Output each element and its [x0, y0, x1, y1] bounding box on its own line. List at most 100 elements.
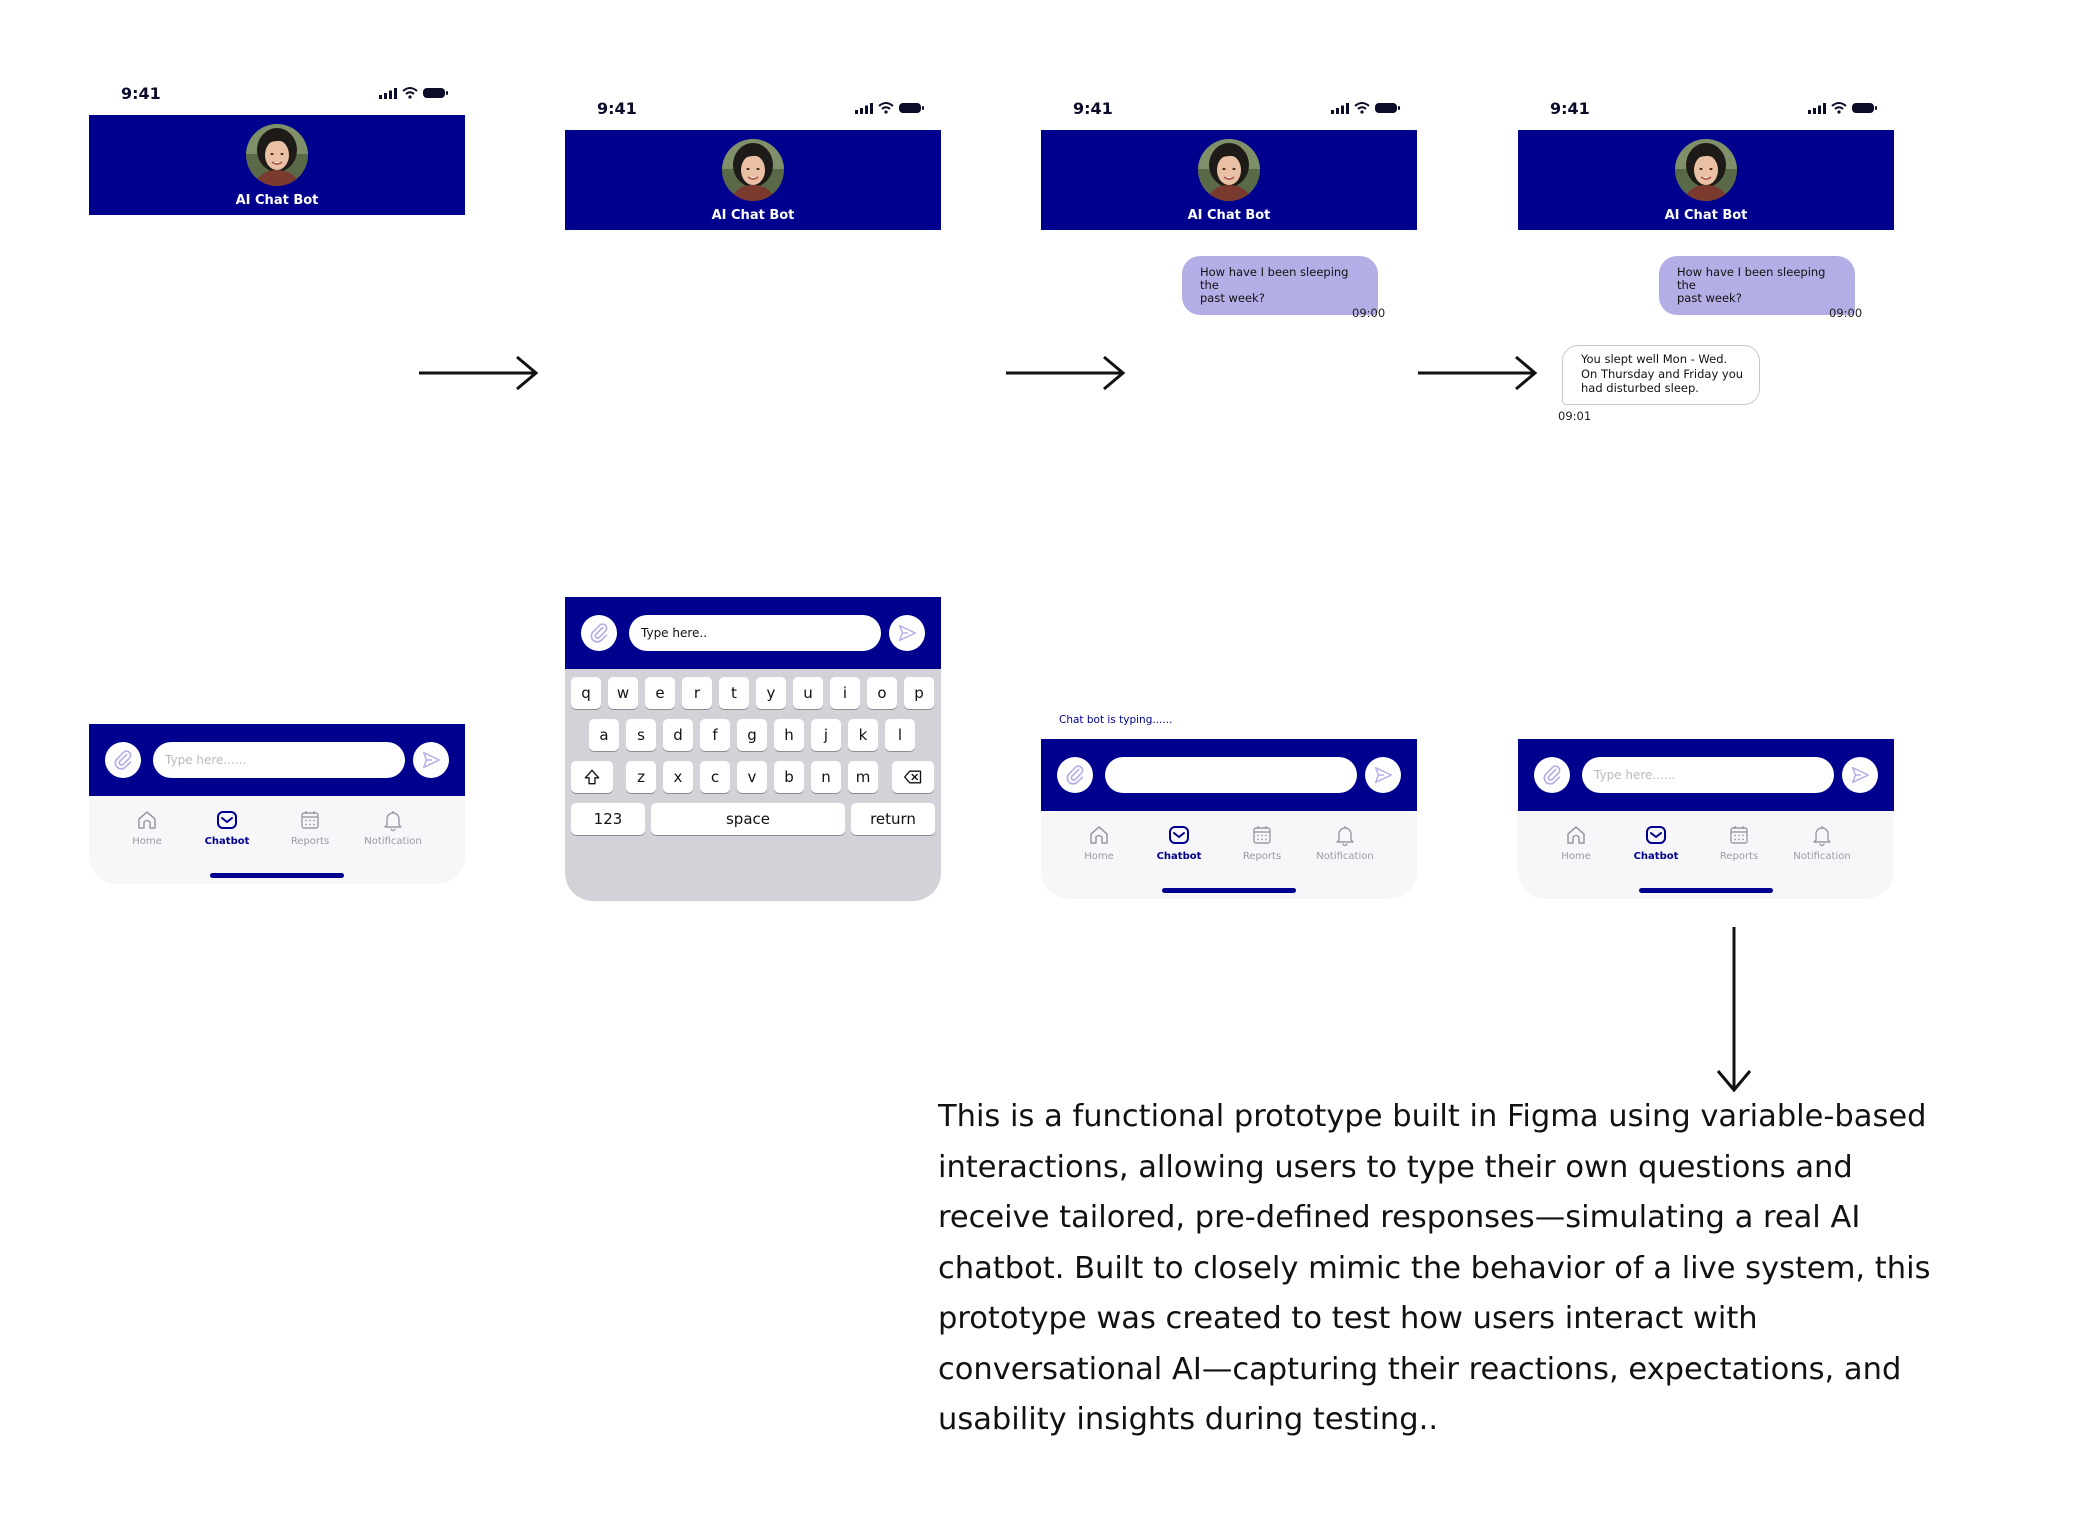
space-key[interactable]: space: [651, 803, 845, 835]
chat-icon: [1167, 823, 1191, 847]
attach-button[interactable]: [1057, 757, 1093, 793]
onscreen-keyboard: q w e r t y u i o p a s d f g h j k l z …: [565, 669, 941, 901]
message-timestamp: 09:00: [1829, 306, 1863, 320]
key-p[interactable]: p: [904, 677, 934, 709]
bot-avatar: [722, 139, 784, 201]
message-input[interactable]: [1105, 757, 1357, 793]
key-i[interactable]: i: [830, 677, 860, 709]
tab-label: Home: [1084, 851, 1114, 862]
backspace-icon: [903, 767, 923, 787]
status-time: 9:41: [597, 99, 637, 118]
description-line: This is a functional prototype built in …: [938, 1099, 1927, 1134]
tab-notification[interactable]: Notification: [1300, 823, 1390, 862]
send-button[interactable]: [889, 615, 925, 651]
shift-key[interactable]: [571, 761, 613, 793]
status-bar: 9:41: [1041, 99, 1417, 123]
home-icon: [1564, 823, 1588, 847]
send-icon: [896, 622, 918, 644]
composer-bar: Type here..: [565, 597, 941, 669]
key-f[interactable]: f: [700, 719, 730, 751]
header-title: AI Chat Bot: [1187, 208, 1271, 223]
message-timestamp: 09:00: [1352, 306, 1386, 320]
key-x[interactable]: x: [663, 761, 693, 793]
flow-arrow-right-icon: [1418, 355, 1538, 391]
key-s[interactable]: s: [626, 719, 656, 751]
user-message-bubble: How have I been sleeping the past week?: [1659, 256, 1855, 315]
tab-notification[interactable]: Notification: [1777, 823, 1867, 862]
key-u[interactable]: u: [793, 677, 823, 709]
calendar-icon: [1727, 823, 1751, 847]
key-w[interactable]: w: [608, 677, 638, 709]
return-key[interactable]: return: [851, 803, 935, 835]
key-q[interactable]: q: [571, 677, 601, 709]
key-e[interactable]: e: [645, 677, 675, 709]
message-text-line: past week?: [1200, 291, 1265, 305]
tab-chatbot[interactable]: Chatbot: [182, 808, 272, 847]
send-button[interactable]: [1365, 757, 1401, 793]
status-bar: 9:41: [565, 99, 941, 123]
message-text-line: had disturbed sleep.: [1581, 381, 1699, 395]
tab-reports[interactable]: Reports: [265, 808, 355, 847]
tab-chatbot[interactable]: Chatbot: [1134, 823, 1224, 862]
message-timestamp: 09:01: [1558, 409, 1592, 423]
key-d[interactable]: d: [663, 719, 693, 751]
attach-button[interactable]: [105, 742, 141, 778]
tab-chatbot[interactable]: Chatbot: [1611, 823, 1701, 862]
flow-arrow-right-icon: [1006, 355, 1126, 391]
tab-home[interactable]: Home: [1054, 823, 1144, 862]
status-bar: 9:41: [1518, 99, 1894, 123]
key-k[interactable]: k: [848, 719, 878, 751]
home-indicator: [1639, 888, 1773, 893]
status-time: 9:41: [121, 84, 161, 103]
key-l[interactable]: l: [885, 719, 915, 751]
key-j[interactable]: j: [811, 719, 841, 751]
message-input[interactable]: Type here..: [629, 615, 881, 651]
key-n[interactable]: n: [811, 761, 841, 793]
composer-bar: Type here......: [89, 724, 465, 796]
send-icon: [1849, 764, 1871, 786]
key-t[interactable]: t: [719, 677, 749, 709]
attach-button[interactable]: [1534, 757, 1570, 793]
header-title: AI Chat Bot: [1664, 208, 1748, 223]
key-y[interactable]: y: [756, 677, 786, 709]
paperclip-icon: [1064, 764, 1086, 786]
key-b[interactable]: b: [774, 761, 804, 793]
tab-label: Notification: [1316, 851, 1374, 862]
message-input[interactable]: Type here......: [1582, 757, 1834, 793]
chat-icon: [1644, 823, 1668, 847]
home-icon: [1087, 823, 1111, 847]
message-input[interactable]: Type here......: [153, 742, 405, 778]
key-v[interactable]: v: [737, 761, 767, 793]
numbers-key[interactable]: 123: [571, 803, 645, 835]
backspace-key[interactable]: [892, 761, 934, 793]
paperclip-icon: [588, 622, 610, 644]
key-a[interactable]: a: [589, 719, 619, 751]
key-g[interactable]: g: [737, 719, 767, 751]
description-line: usability insights during testing..: [938, 1402, 1439, 1437]
typing-indicator: Chat bot is typing......: [1059, 714, 1173, 726]
send-button[interactable]: [413, 742, 449, 778]
tab-reports[interactable]: Reports: [1217, 823, 1307, 862]
tab-home[interactable]: Home: [102, 808, 192, 847]
flow-arrow-down-icon: [1716, 927, 1752, 1093]
send-button[interactable]: [1842, 757, 1878, 793]
status-icons: [1808, 101, 1878, 115]
message-text-line: You slept well Mon - Wed.: [1581, 352, 1728, 366]
key-o[interactable]: o: [867, 677, 897, 709]
description-line: prototype was created to test how users …: [938, 1301, 1758, 1336]
tab-home[interactable]: Home: [1531, 823, 1621, 862]
bell-icon: [381, 808, 405, 832]
tab-notification[interactable]: Notification: [348, 808, 438, 847]
key-h[interactable]: h: [774, 719, 804, 751]
home-indicator: [1162, 888, 1296, 893]
key-r[interactable]: r: [682, 677, 712, 709]
key-c[interactable]: c: [700, 761, 730, 793]
status-icons: [855, 101, 925, 115]
paperclip-icon: [112, 749, 134, 771]
tab-reports[interactable]: Reports: [1694, 823, 1784, 862]
key-z[interactable]: z: [626, 761, 656, 793]
key-m[interactable]: m: [848, 761, 878, 793]
tab-label: Home: [132, 836, 162, 847]
message-text-line: How have I been sleeping the: [1677, 265, 1826, 292]
attach-button[interactable]: [581, 615, 617, 651]
